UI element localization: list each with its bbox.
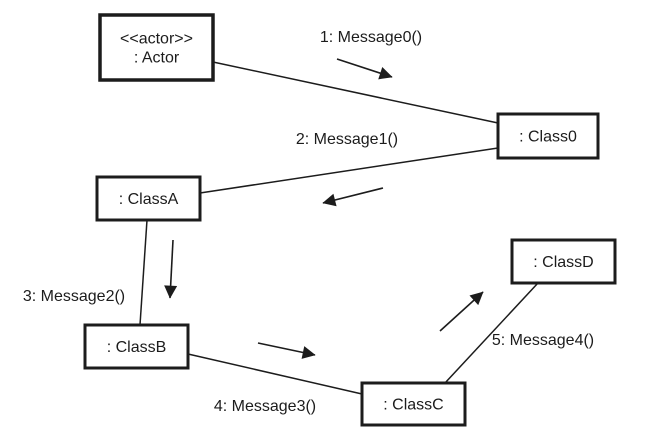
node-classA-label: : ClassA: [119, 191, 179, 208]
link-class0-classA: [199, 147, 499, 194]
message-4: 4: Message3(): [214, 342, 316, 415]
node-class0: : Class0: [496, 112, 600, 160]
message-4-label: 4: Message3(): [214, 398, 316, 415]
message-3-label: 3: Message2(): [23, 288, 125, 305]
node-class0-label: : Class0: [519, 129, 577, 146]
message-3-direction-arrow-icon: [164, 239, 178, 299]
link-classB-classC: [187, 353, 363, 395]
node-actor: <<actor>> : Actor: [98, 13, 215, 82]
node-classB: : ClassB: [83, 323, 190, 370]
node-classB-box: [83, 323, 190, 370]
message-5-direction-arrow-icon: [439, 291, 484, 332]
node-classD-label: : ClassD: [533, 254, 593, 271]
node-classB-label: : ClassB: [107, 339, 167, 356]
link-actor-class0: [212, 61, 499, 124]
node-classD: : ClassD: [510, 238, 617, 285]
link-classC-classD: [444, 282, 539, 384]
message-3: 3: Message2(): [23, 239, 178, 305]
message-2: 2: Message1(): [296, 131, 398, 207]
message-2-label: 2: Message1(): [296, 131, 398, 148]
node-classA-box: [95, 175, 202, 222]
message-1-label: 1: Message0(): [320, 29, 422, 46]
node-class0-box: [496, 112, 600, 160]
node-classD-box: [510, 238, 617, 285]
link-classA-classB: [139, 219, 148, 326]
node-actor-box: [98, 13, 215, 82]
node-classC: : ClassC: [360, 381, 467, 427]
node-actor-label: <<actor>>: [120, 31, 193, 48]
node-classC-box: [360, 381, 467, 427]
message-4-direction-arrow-icon: [257, 342, 316, 359]
message-5-label: 5: Message4(): [492, 332, 594, 349]
node-classC-label: : ClassC: [383, 397, 443, 414]
message-1-direction-arrow-icon: [336, 58, 393, 80]
message-1: 1: Message0(): [320, 29, 422, 80]
message-5: 5: Message4(): [439, 291, 594, 349]
node-actor-label: : Actor: [134, 50, 180, 67]
message-2-direction-arrow-icon: [322, 187, 384, 207]
node-classA: : ClassA: [95, 175, 202, 222]
